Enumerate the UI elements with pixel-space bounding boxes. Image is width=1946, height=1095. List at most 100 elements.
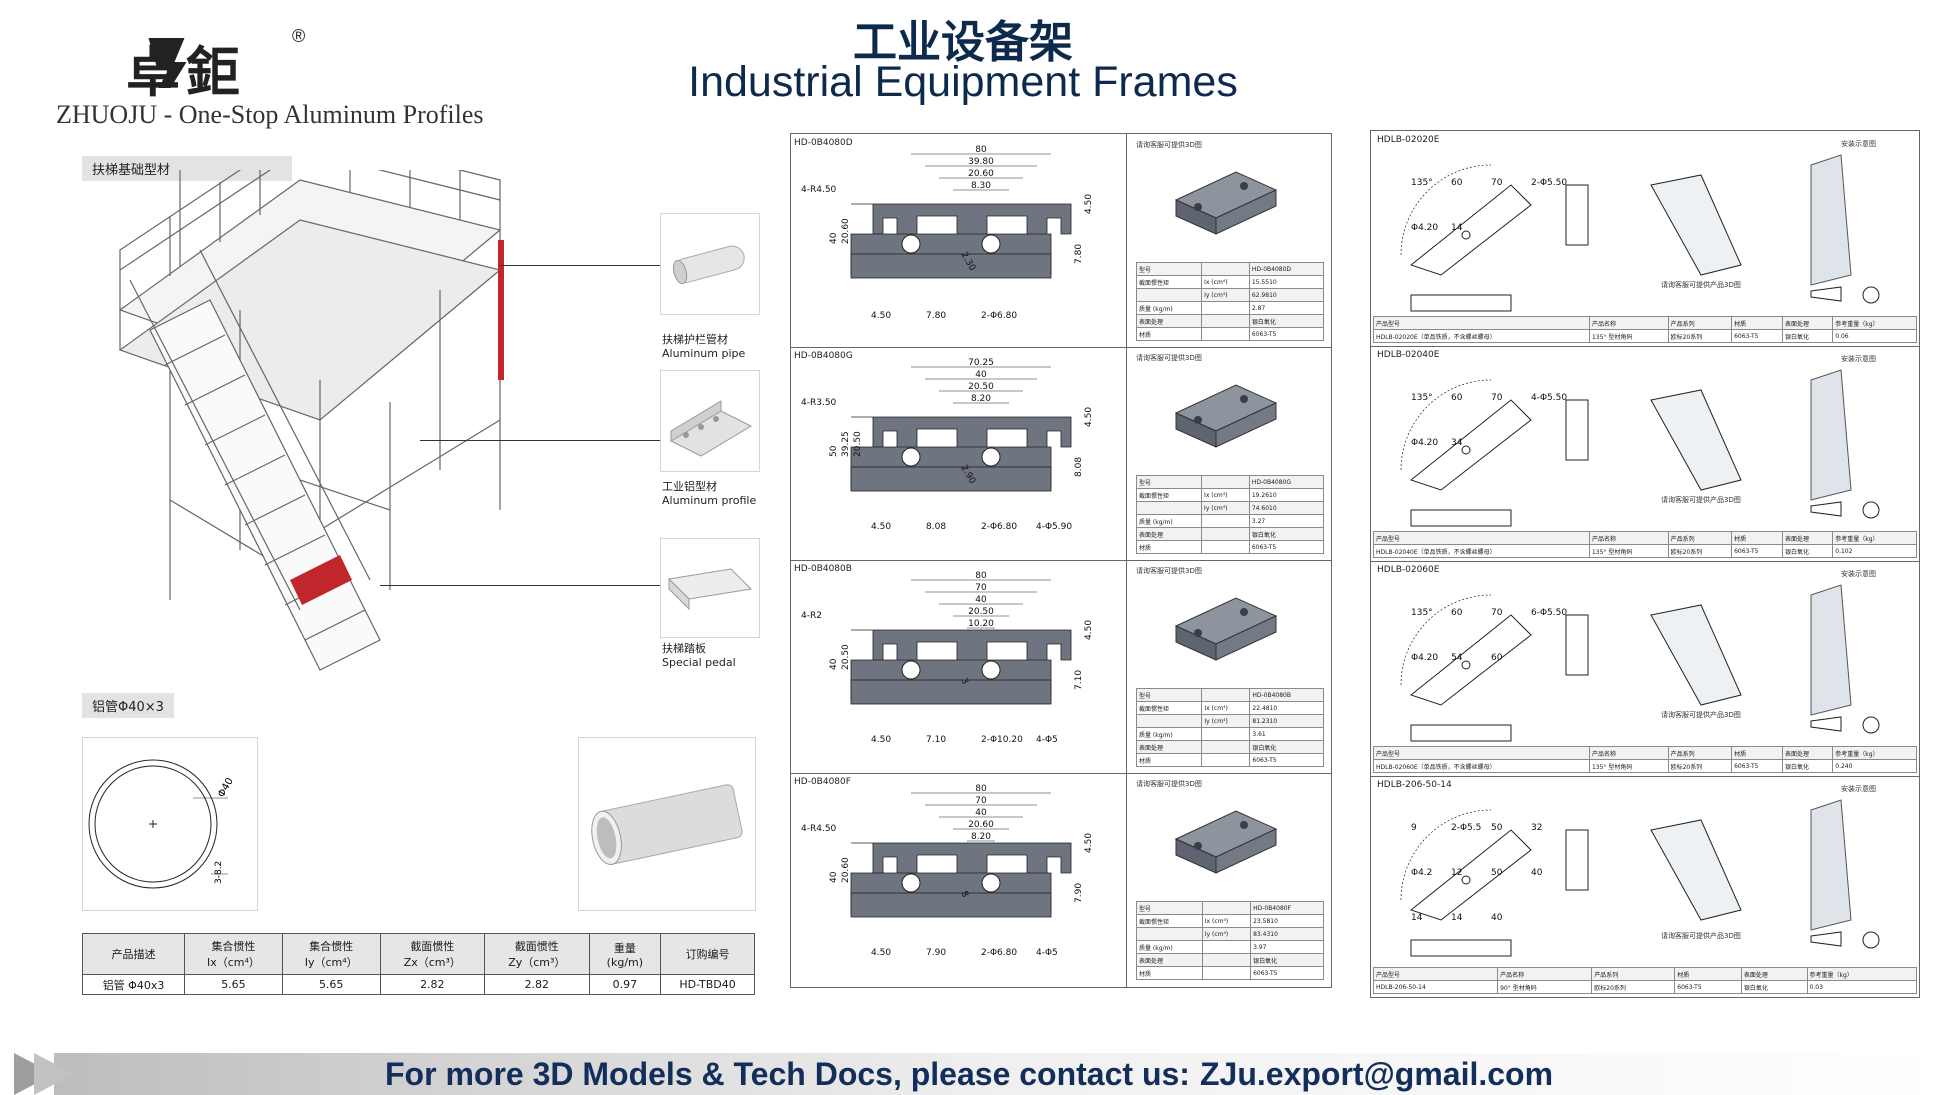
table-row: 质量 (kg/m)3.61	[1135, 727, 1324, 741]
dim-bottom-label: 4-Φ5	[1036, 948, 1058, 958]
dim-top-label: 20.50	[968, 607, 994, 617]
bracket-dim-label: 2-Φ5.5	[1451, 823, 1481, 833]
dim-bottom-label: 2-Φ6.80	[981, 311, 1017, 321]
pipe-cross-section-drawing: Φ40 3-8.2	[82, 737, 258, 911]
dim-top-label: 39.80	[968, 157, 994, 167]
table-row: 表面处理银白氧化	[1135, 314, 1325, 328]
bracket-dim-label: 60	[1451, 393, 1463, 403]
dim-top-label: 80	[975, 145, 987, 155]
bracket-dim-label: 135°	[1411, 393, 1433, 403]
bracket-dim-label: Φ4.20	[1411, 438, 1438, 448]
dim-bottom-label: 7.10	[926, 735, 946, 745]
bracket-code: HDLB-02040E	[1377, 350, 1440, 360]
profile-3d-render	[1174, 810, 1278, 874]
dim-bottom-label: 8.08	[926, 522, 946, 532]
bracket-dim-label: 135°	[1411, 608, 1433, 618]
bracket-code: HDLB-02060E	[1377, 565, 1440, 575]
bracket-install-label: 安装示意图	[1841, 570, 1876, 578]
table-row: 产品型号产品名称产品系列材质表面处理参考重量（kg）	[1373, 316, 1917, 330]
dim-diagonal-label: 8	[958, 890, 970, 900]
bracket-install-label: 安装示意图	[1841, 140, 1876, 148]
bracket-dim-label: 50	[1491, 823, 1503, 833]
bracket-property-table: 产品型号产品名称产品系列材质表面处理参考重量（kg） HDLB-02040E（单…	[1373, 531, 1917, 558]
dim-top-label: 20.60	[968, 169, 994, 179]
section-tag-pipe: 铝管Φ40×3	[82, 693, 174, 718]
dim-bottom-label: 4-Φ5	[1036, 735, 1058, 745]
dim-right-label: 4.50	[1084, 620, 1094, 640]
table-row: 质量 (kg/m)2.87	[1135, 301, 1325, 315]
dim-bottom-label: 4.50	[871, 311, 891, 321]
dim-side-label: 20.50	[841, 644, 851, 670]
special-pedal-image	[660, 538, 760, 638]
table-row: Iy (cm⁴)74.6010	[1135, 501, 1325, 515]
table-row: Iy (cm⁴)83.4310	[1136, 927, 1324, 941]
footer-email-link[interactable]: ZJu.export@gmail.com	[1200, 1056, 1554, 1092]
dim-top-label: 80	[975, 571, 987, 581]
bracket-code: HDLB-206-50-14	[1377, 780, 1452, 790]
dim-bottom-label: 4-Φ5.90	[1036, 522, 1072, 532]
bracket-property-table: 产品型号产品名称产品系列材质表面处理参考重量（kg） HDLB-02060E（单…	[1373, 746, 1917, 773]
profile-code: HD-0B4080F	[794, 777, 851, 787]
dim-top-label: 20.50	[968, 382, 994, 392]
bracket-dim-label: 54	[1451, 653, 1463, 663]
table-row: Iy (cm⁴)81.2310	[1135, 714, 1324, 728]
bracket-dim-label: 12	[1451, 868, 1462, 878]
dim-bottom-label: 4.50	[871, 948, 891, 958]
dim-right-label: 4.50	[1084, 194, 1094, 214]
bracket-dim-label: 70	[1491, 393, 1503, 403]
dim-top-label: 8.20	[971, 394, 991, 404]
dim-top-label: 8.20	[971, 832, 991, 842]
dim-top-label: 40	[975, 370, 987, 380]
table-row: 产品型号产品名称产品系列材质表面处理参考重量（kg）	[1372, 967, 1918, 981]
table-row: 表面处理银白氧化	[1135, 527, 1325, 541]
brand-logo-text: 卓鉅	[126, 41, 246, 104]
table-row: 产品型号产品名称产品系列材质表面处理参考重量（kg）	[1373, 531, 1917, 545]
dim-top-label: 8.30	[971, 181, 991, 191]
bracket-install-label: 安装示意图	[1841, 785, 1876, 793]
dim-radius-label: 4-R2	[801, 611, 822, 621]
dim-radius-label: 4-R4.50	[801, 185, 837, 195]
bracket-dim-label: Φ4.2	[1411, 868, 1432, 878]
bracket-dim-label: 9	[1411, 823, 1417, 833]
table-row: 质量 (kg/m)3.27	[1135, 514, 1325, 528]
bracket-dim-label: 40	[1531, 868, 1543, 878]
dim-right-label: 4.50	[1084, 407, 1094, 427]
table-row: 表面处理银白氧化	[1135, 740, 1324, 754]
spec-header-order: 订购编号	[660, 933, 755, 975]
bracket-dim-label: 4-Φ5.50	[1531, 393, 1567, 403]
bracket-dim-label: 60	[1451, 178, 1463, 188]
footer-contact-text: For more 3D Models & Tech Docs, please c…	[385, 1056, 1190, 1092]
dim-radius-label: 4-R4.50	[801, 824, 837, 834]
profile-3d-render	[1174, 597, 1278, 661]
dim-top-label: 40	[975, 595, 987, 605]
dim-top-label: 80	[975, 784, 987, 794]
aluminum-pipe-image	[660, 213, 760, 315]
dim-side-label: 40	[829, 658, 839, 670]
dim-right2-label: 7.80	[1074, 244, 1084, 264]
registered-mark: ®	[292, 26, 306, 46]
bracket-dim-label: 32	[1531, 823, 1542, 833]
dim-side-label: 40	[829, 871, 839, 883]
table-row: Iy (cm⁴)62.9810	[1135, 288, 1325, 302]
spec-header-weight: 重量(kg/m)	[588, 933, 662, 975]
dim-side-label: 50	[829, 445, 839, 457]
